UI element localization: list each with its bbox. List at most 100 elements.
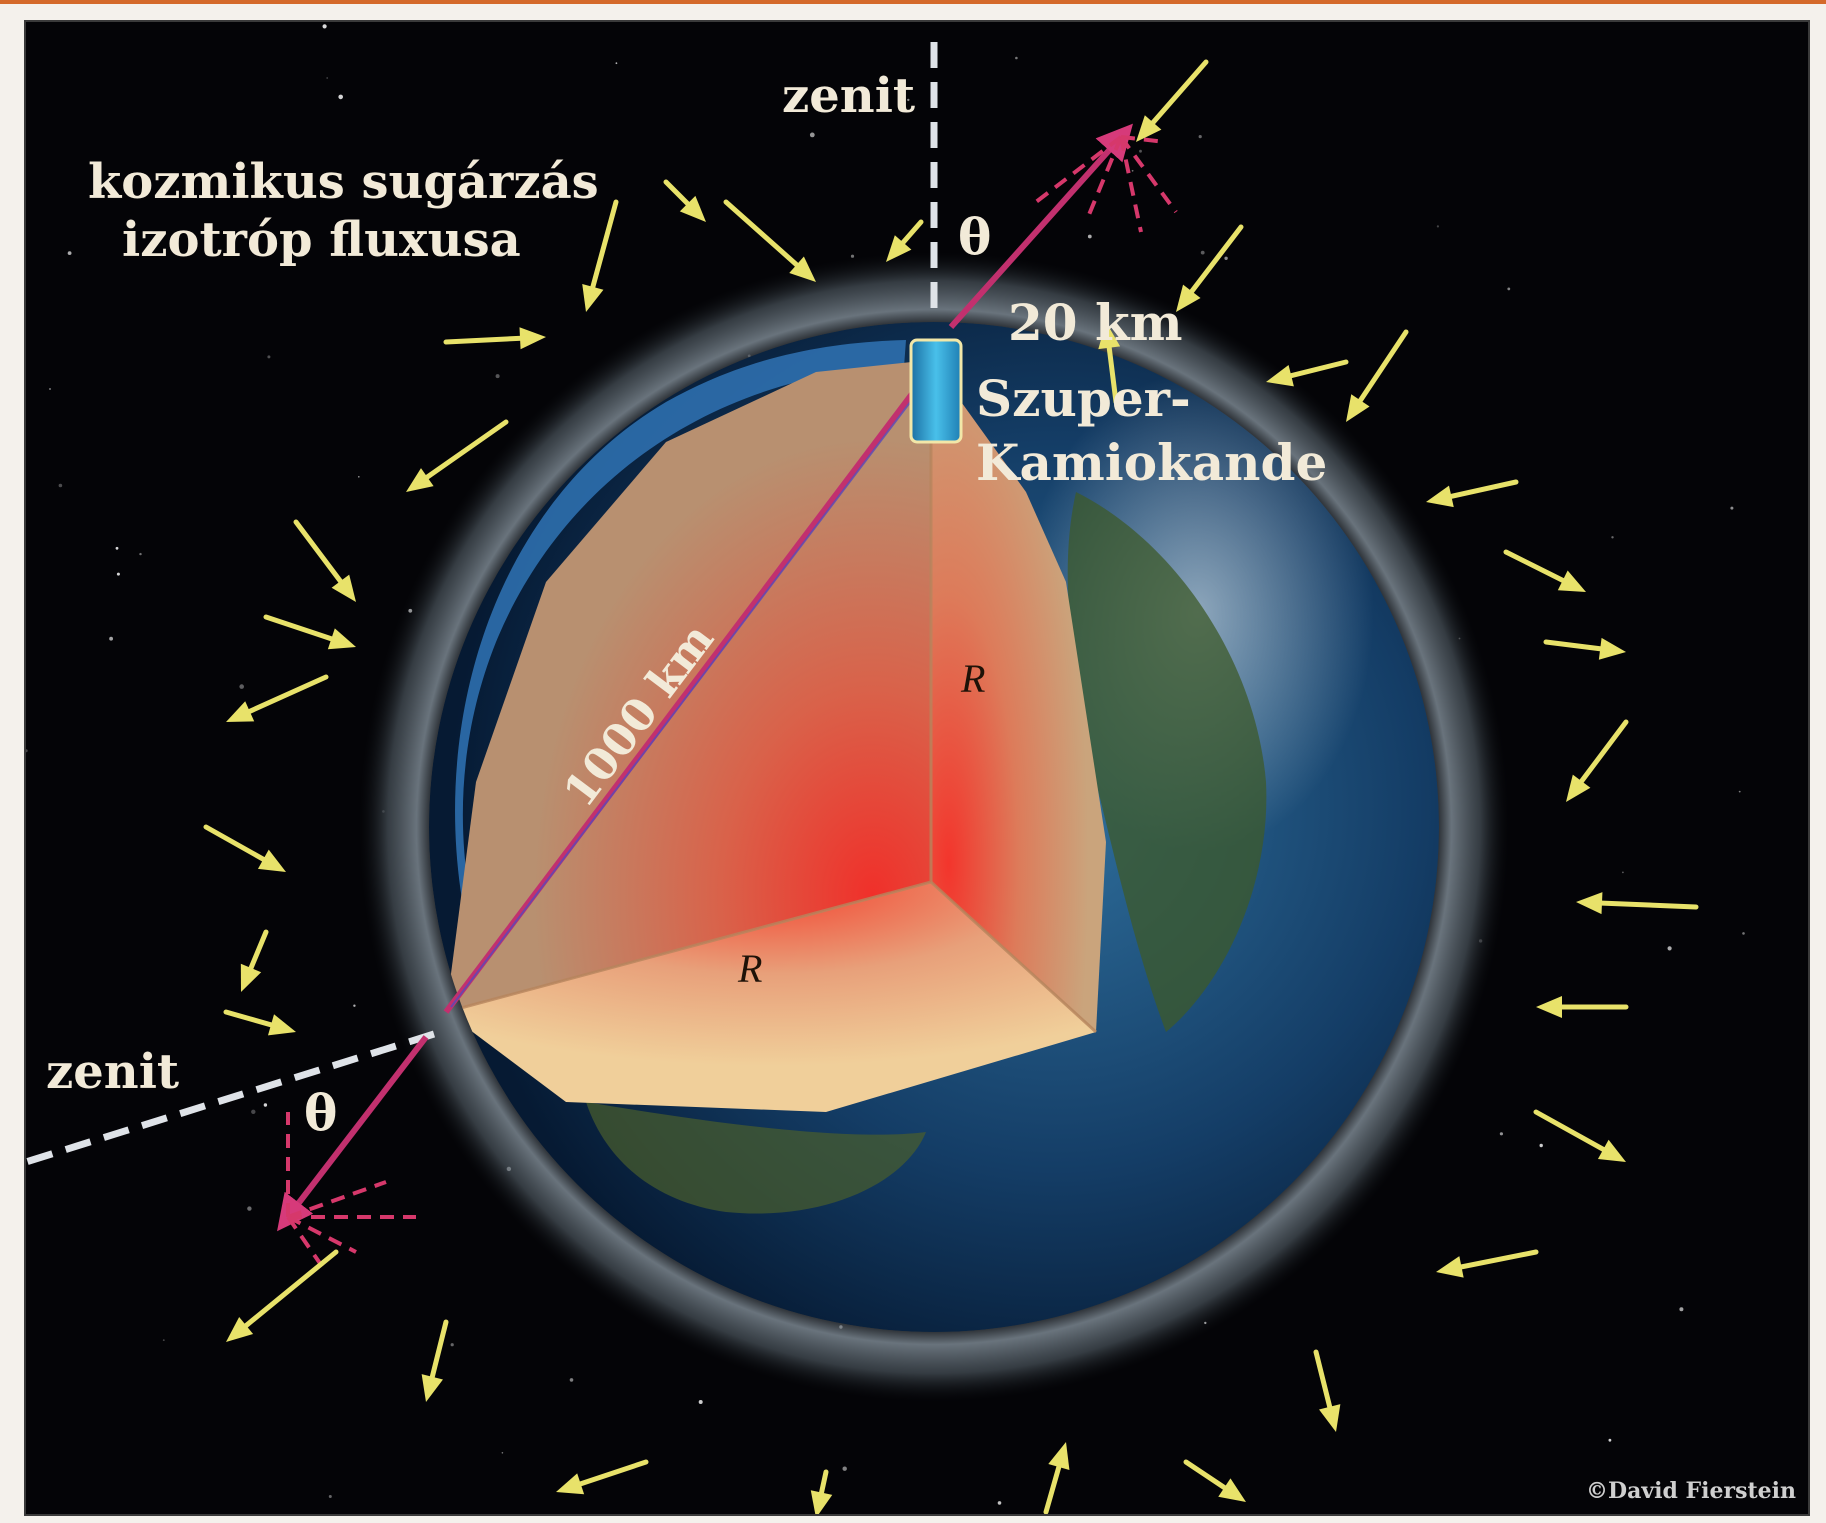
star bbox=[1499, 1132, 1503, 1136]
star bbox=[1608, 1438, 1612, 1442]
star bbox=[1611, 536, 1614, 539]
star bbox=[328, 1495, 332, 1498]
particle-shower-top bbox=[1034, 135, 1178, 233]
cosmic-ray-arrows bbox=[203, 59, 1699, 1514]
star bbox=[1200, 250, 1205, 255]
zenith-label-bottom: zenit bbox=[46, 1044, 179, 1100]
cosmic-ray-arrow-icon bbox=[1503, 549, 1586, 592]
cosmic-ray-arrow-icon bbox=[1313, 1349, 1341, 1432]
star bbox=[247, 1206, 252, 1211]
star bbox=[1507, 287, 1511, 291]
radius-label-bottom: R bbox=[737, 946, 762, 991]
cosmic-ray-arrow-icon bbox=[223, 1009, 296, 1036]
star bbox=[109, 636, 113, 641]
star bbox=[58, 483, 63, 488]
cosmic-ray-arrow-icon bbox=[443, 327, 546, 350]
detector-label-line-2: Kamiokande bbox=[976, 433, 1327, 492]
interior-face-bottom bbox=[446, 882, 1096, 1112]
diagram-panel: kozmikus sugárzás izotróp fluxusa zenit … bbox=[24, 20, 1810, 1516]
neutrino-path bbox=[443, 380, 924, 1014]
star bbox=[322, 24, 327, 29]
star bbox=[1131, 169, 1134, 172]
cosmic-ray-arrow-icon bbox=[1176, 224, 1244, 312]
star bbox=[115, 546, 119, 550]
star bbox=[353, 1004, 356, 1007]
continent-south bbox=[586, 1102, 926, 1214]
cosmic-ray-arrow-icon bbox=[582, 199, 619, 312]
cosmic-ray-arrow-icon bbox=[886, 219, 924, 262]
zenith-line-bottom bbox=[26, 1030, 436, 1166]
cosmic-ray-arrow-icon bbox=[1043, 1442, 1070, 1514]
star bbox=[1742, 932, 1745, 935]
detector-label-line-1: Szuper- bbox=[976, 369, 1191, 428]
cosmic-ray-arrow-icon bbox=[293, 519, 356, 602]
star bbox=[251, 1109, 256, 1115]
cosmic-ray-arrow-icon bbox=[203, 824, 286, 872]
star bbox=[842, 1466, 847, 1471]
star bbox=[326, 77, 329, 79]
radius-label-right: R bbox=[960, 656, 985, 701]
cosmic-ray-arrow-icon bbox=[1098, 322, 1121, 405]
incoming-particle-top bbox=[948, 123, 1134, 330]
star bbox=[615, 62, 618, 65]
zenith-label-top: zenit bbox=[782, 68, 915, 124]
cosmic-ray-arrow-icon bbox=[263, 614, 356, 650]
star bbox=[1738, 790, 1741, 793]
star bbox=[338, 94, 344, 100]
star bbox=[139, 552, 142, 556]
cosmic-ray-arrow-icon bbox=[1436, 1249, 1539, 1278]
cosmic-ray-arrow-icon bbox=[406, 419, 509, 492]
title-line-2: izotróp fluxusa bbox=[122, 212, 521, 268]
detector-tank-icon bbox=[909, 338, 963, 444]
cosmic-ray-arrow-icon bbox=[556, 1459, 649, 1495]
star bbox=[1667, 946, 1672, 951]
star bbox=[1436, 225, 1439, 228]
cosmic-ray-arrow-icon bbox=[226, 674, 329, 722]
cosmic-ray-arrow-icon bbox=[1543, 637, 1626, 660]
cosmic-ray-arrow-icon bbox=[1426, 479, 1519, 508]
cosmic-ray-arrow-icon bbox=[1183, 1459, 1246, 1502]
star bbox=[49, 388, 51, 390]
star bbox=[1139, 149, 1142, 153]
star bbox=[267, 355, 271, 359]
cosmic-ray-arrow-icon bbox=[1536, 996, 1629, 1018]
star bbox=[1224, 256, 1228, 260]
star bbox=[1087, 234, 1092, 239]
star bbox=[809, 132, 815, 138]
star bbox=[1730, 506, 1734, 510]
cutaway-edge-right bbox=[929, 880, 1098, 1034]
interior-face-right bbox=[931, 360, 1106, 1032]
cosmic-ray-arrow-icon bbox=[1566, 719, 1629, 802]
star bbox=[1679, 1307, 1684, 1312]
star bbox=[1198, 135, 1202, 139]
star bbox=[1622, 871, 1624, 874]
top-accent-rule bbox=[0, 0, 1826, 4]
star bbox=[239, 684, 244, 689]
star bbox=[1015, 56, 1018, 60]
cosmic-ray-arrow-icon bbox=[240, 929, 269, 992]
cosmic-ray-arrow-icon bbox=[421, 1319, 449, 1402]
theta-label-top: θ bbox=[958, 207, 991, 266]
continent-east bbox=[1067, 492, 1267, 1032]
star bbox=[569, 1378, 574, 1382]
title-line-1: kozmikus sugárzás bbox=[88, 154, 599, 210]
star bbox=[997, 1501, 1002, 1505]
cosmic-ray-arrow-icon bbox=[810, 1469, 833, 1514]
star bbox=[116, 572, 120, 576]
incoming-particle-bottom bbox=[277, 1035, 429, 1232]
star bbox=[850, 254, 855, 258]
star bbox=[358, 476, 360, 478]
neutrino-path-core bbox=[450, 383, 925, 1008]
cosmic-ray-arrow-icon bbox=[1266, 359, 1349, 387]
star bbox=[1539, 1143, 1543, 1148]
cosmic-ray-arrow-icon bbox=[663, 179, 706, 222]
star bbox=[698, 1400, 703, 1404]
theta-label-bottom: θ bbox=[304, 1083, 337, 1142]
image-credit: ©David Fierstein bbox=[1586, 1478, 1796, 1504]
star bbox=[450, 1343, 454, 1347]
depth-label: 20 km bbox=[1008, 293, 1183, 352]
cosmic-ray-arrow-icon bbox=[1346, 329, 1409, 422]
earth-cutaway-diagram: kozmikus sugárzás izotróp fluxusa zenit … bbox=[26, 24, 1796, 1514]
atmosphere-layer bbox=[455, 340, 906, 927]
